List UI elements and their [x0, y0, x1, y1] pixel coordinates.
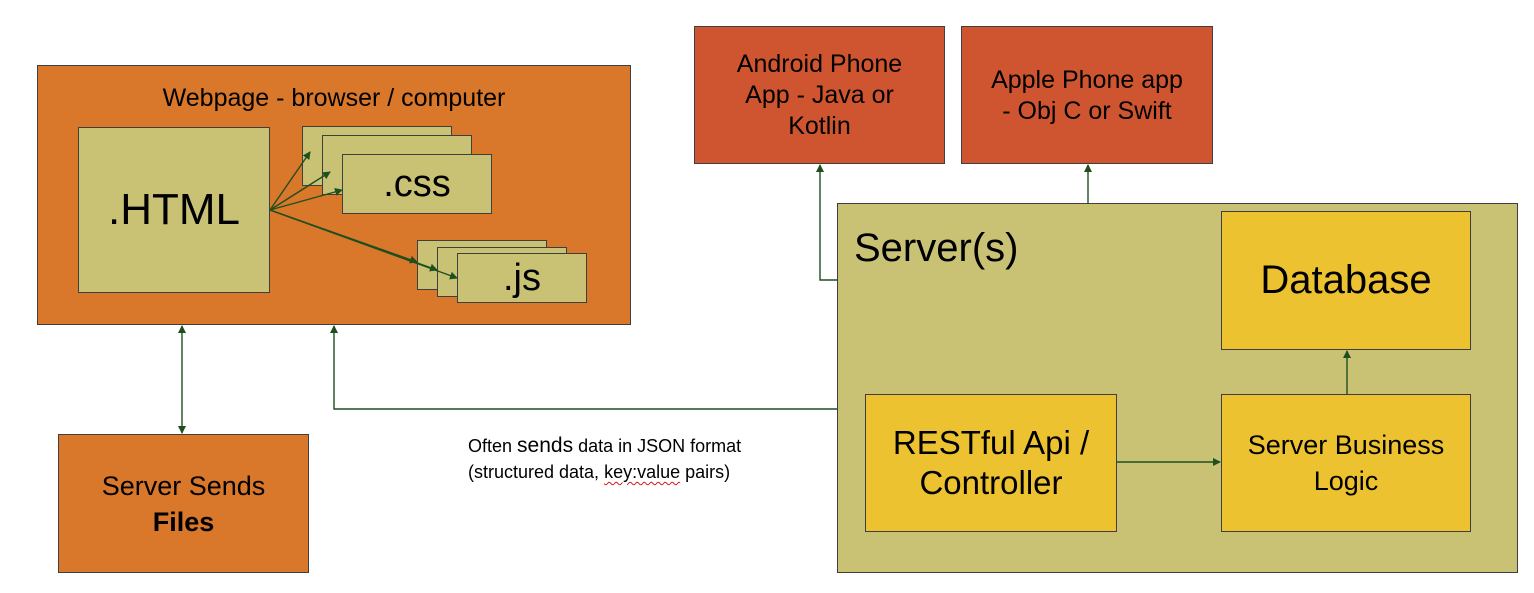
css-file-box: .css	[342, 154, 492, 214]
json-note-line1: Often sends data in JSON format	[468, 434, 742, 457]
api-label-line1: RESTful Api /	[892, 424, 1090, 461]
servers-title: Server(s)	[854, 226, 1019, 270]
logic-label-line2: Logic	[1313, 466, 1379, 496]
html-label: .HTML	[108, 185, 240, 234]
api-label-line2: Controller	[919, 464, 1063, 501]
database-label: Database	[1260, 258, 1432, 302]
restful-api-box: RESTful Api / Controller	[865, 394, 1117, 532]
android-label-line3: Kotlin	[788, 111, 851, 140]
webpage-title: Webpage - browser / computer	[162, 84, 506, 112]
apple-label-line2: - Obj C or Swift	[1002, 97, 1172, 125]
database-box: Database	[1221, 211, 1471, 350]
arrow-html-to-css-1	[269, 151, 311, 211]
apple-label-line1: Apple Phone app	[991, 66, 1183, 94]
logic-label-line1: Server Business	[1247, 430, 1445, 460]
json-note-emphasis: sends	[517, 434, 574, 457]
arrow-server-to-android	[816, 164, 837, 281]
js-label: .js	[503, 256, 541, 299]
android-label-line1: Android Phone	[736, 49, 903, 78]
server-sends-files-box: Server Sends Files	[58, 434, 309, 573]
arrow-html-to-css-2	[269, 171, 331, 211]
android-label-line2: App - Java or	[745, 80, 894, 109]
json-note: Often sends data in JSON format (structu…	[468, 433, 741, 485]
json-note-line2: (structured data, key:value pairs)	[468, 462, 731, 482]
css-label: .css	[383, 162, 451, 205]
arrow-server-to-webpage	[330, 325, 837, 410]
server-sends-label: Server Sends	[101, 470, 266, 501]
json-note-keyvalue: key:value	[604, 462, 681, 482]
js-file-box: .js	[457, 253, 587, 303]
files-label: Files	[152, 506, 215, 537]
business-logic-box: Server Business Logic	[1221, 394, 1471, 532]
apple-app-box: Apple Phone app - Obj C or Swift	[961, 26, 1213, 164]
arrow-html-to-css-3	[269, 188, 343, 211]
html-file-box: .HTML	[78, 127, 270, 293]
arrow-html-to-js-3	[269, 209, 458, 280]
android-app-box: Android Phone App - Java or Kotlin	[694, 26, 945, 164]
